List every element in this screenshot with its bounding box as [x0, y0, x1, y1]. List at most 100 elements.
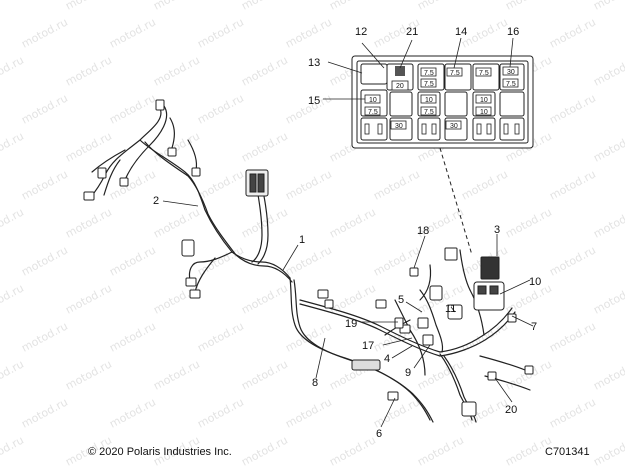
watermark-text: motod.ru	[547, 319, 598, 354]
callout-9: 9	[405, 367, 411, 379]
fuse-7-5a: 7.5	[479, 70, 489, 77]
fuse-10a: 10	[369, 97, 377, 104]
watermark-text: motod.ru	[63, 0, 114, 13]
watermark-text: motod.ru	[591, 281, 625, 316]
watermark-text: motod.ru	[151, 281, 202, 316]
watermark-text: motod.ru	[19, 15, 70, 50]
callout-19: 19	[345, 318, 357, 330]
callout-3: 3	[494, 224, 500, 236]
watermark-text: motod.ru	[0, 129, 26, 164]
watermark-text: motod.ru	[239, 0, 290, 13]
callout-12: 12	[355, 26, 367, 38]
watermark-text: motod.ru	[239, 357, 290, 392]
watermark-text: motod.ru	[19, 243, 70, 278]
watermark-text: motod.ru	[547, 15, 598, 50]
callout-numbers: 1 2 3 4 5 6 7 8 9 10 11 12 13 14 15 16 1…	[153, 26, 541, 440]
watermark-text: motod.ru	[63, 281, 114, 316]
callout-6: 6	[376, 428, 382, 440]
watermark-text: motod.ru	[283, 15, 334, 50]
watermark-text: motod.ru	[0, 281, 26, 316]
watermark-text: motod.ru	[371, 167, 422, 202]
watermark-text: motod.ru	[591, 205, 625, 240]
fuse-30a: 30	[395, 123, 403, 130]
watermark-text: motod.ru	[0, 433, 26, 468]
callout-18: 18	[417, 225, 429, 237]
watermark-text: motod.ru	[0, 357, 26, 392]
watermark-text: motod.ru	[415, 357, 466, 392]
watermark-text: motod.ru	[415, 0, 466, 13]
callout-20: 20	[505, 404, 517, 416]
callout-8: 8	[312, 377, 318, 389]
watermark-text: motod.ru	[19, 395, 70, 430]
watermark-text: motod.ru	[327, 433, 378, 468]
watermark-text: motod.ru	[415, 433, 466, 468]
watermark-text: motod.ru	[591, 53, 625, 88]
watermark-text: motod.ru	[591, 129, 625, 164]
callout-leaders	[162, 37, 534, 428]
watermark-text: motod.ru	[195, 395, 246, 430]
watermark-text: motod.ru	[151, 0, 202, 13]
callout-17: 17	[362, 340, 374, 352]
watermark-text: motod.ru	[327, 281, 378, 316]
watermark-text: motod.ru	[547, 167, 598, 202]
watermark-text: motod.ru	[0, 205, 26, 240]
watermark-text: motod.ru	[0, 0, 26, 13]
watermark-text: motod.ru	[107, 319, 158, 354]
callout-21: 21	[406, 26, 418, 38]
watermark-text: motod.ru	[459, 167, 510, 202]
watermark-text: motod.ru	[591, 433, 625, 468]
fuse-10a: 10	[425, 97, 433, 104]
watermark-text: motod.ru	[591, 357, 625, 392]
callout-7: 7	[531, 321, 537, 333]
watermark-text: motod.ru	[547, 243, 598, 278]
fuse-7-5a: 7.5	[368, 109, 378, 116]
watermark-text: motod.ru	[195, 319, 246, 354]
callout-16: 16	[507, 26, 519, 38]
callout-4: 4	[384, 353, 390, 365]
fuse-10a: 10	[480, 109, 488, 116]
copyright-text: © 2020 Polaris Industries Inc.	[88, 446, 232, 458]
callout-5: 5	[398, 294, 404, 306]
watermark-text: motod.ru	[327, 0, 378, 13]
watermark-text: motod.ru	[107, 91, 158, 126]
watermark-text: motod.ru	[195, 91, 246, 126]
watermark-text: motod.ru	[107, 167, 158, 202]
fuse-7-5a: 7.5	[450, 70, 460, 77]
watermark-text: motod.ru	[283, 167, 334, 202]
watermark-text: motod.ru	[503, 0, 554, 13]
watermark-text: motod.ru	[239, 205, 290, 240]
watermark-text: motod.ru	[283, 243, 334, 278]
watermark-text: motod.ru	[195, 167, 246, 202]
watermark-text: motod.ru	[63, 129, 114, 164]
watermark-text: motod.ru	[503, 205, 554, 240]
fuse-box-link-line	[439, 147, 473, 256]
watermark-text: motod.ru	[107, 243, 158, 278]
figure-code: C701341	[545, 446, 590, 458]
watermark-text: motod.ru	[547, 91, 598, 126]
fuse-20a: 20	[396, 83, 404, 90]
callout-15: 15	[308, 95, 320, 107]
callout-11: 11	[445, 303, 456, 315]
watermark-text: motod.ru	[0, 53, 26, 88]
watermark-text: motod.ru	[371, 395, 422, 430]
watermark-text: motod.ru	[63, 205, 114, 240]
watermark-text: motod.ru	[547, 395, 598, 430]
callout-1: 1	[299, 234, 305, 246]
watermark-text: motod.ru	[503, 357, 554, 392]
watermark-text: motod.ru	[63, 53, 114, 88]
fuse-labels: 20 7.5 7.5 7.5 7.5 30 7.5 10 7.5 10 7.5 …	[364, 66, 519, 130]
fuse-7-5a: 7.5	[424, 70, 434, 77]
watermark-text: motod.ru	[107, 15, 158, 50]
fuse-7-5a: 7.5	[424, 81, 434, 88]
watermark-text: motod.ru	[283, 319, 334, 354]
fuse-30a: 30	[450, 123, 458, 130]
callout-2: 2	[153, 195, 159, 207]
watermark-text: motod.ru	[195, 15, 246, 50]
fuse-10a: 10	[480, 97, 488, 104]
watermark-text: motod.ru	[239, 129, 290, 164]
watermark-text: motod.ru	[151, 53, 202, 88]
wiring-harness	[89, 105, 531, 423]
watermark-text: motod.ru	[239, 53, 290, 88]
watermark-text: motod.ru	[107, 395, 158, 430]
